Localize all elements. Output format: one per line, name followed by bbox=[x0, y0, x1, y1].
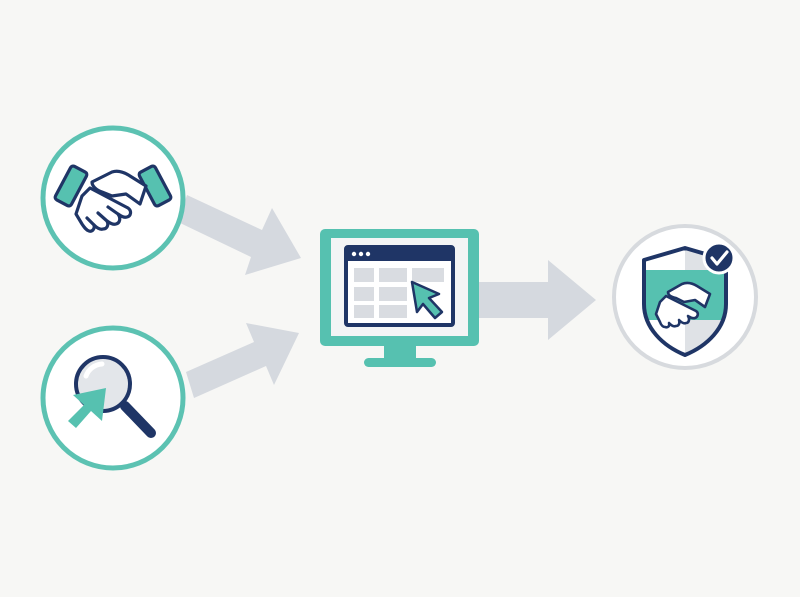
node-platform bbox=[320, 229, 479, 367]
arrow-partnership-to-platform bbox=[178, 195, 301, 275]
window-dot-icon bbox=[358, 251, 364, 257]
window-dot-icon bbox=[351, 251, 357, 257]
cursor-arrow-icon bbox=[68, 388, 106, 428]
shield-handshake-icon bbox=[654, 281, 712, 329]
window-dot-icon bbox=[365, 251, 371, 257]
screen-cursor-icon bbox=[410, 280, 444, 320]
handshake-icon bbox=[53, 164, 173, 233]
arrow-platform-to-secure-deal bbox=[478, 260, 596, 340]
arrow-search-to-platform bbox=[186, 323, 299, 398]
partnership-ring bbox=[40, 125, 186, 271]
node-secure-deal bbox=[612, 224, 758, 370]
check-badge-icon bbox=[702, 241, 736, 275]
node-partnership bbox=[40, 125, 186, 271]
node-search bbox=[40, 325, 186, 471]
browser-window-icon bbox=[344, 245, 455, 327]
